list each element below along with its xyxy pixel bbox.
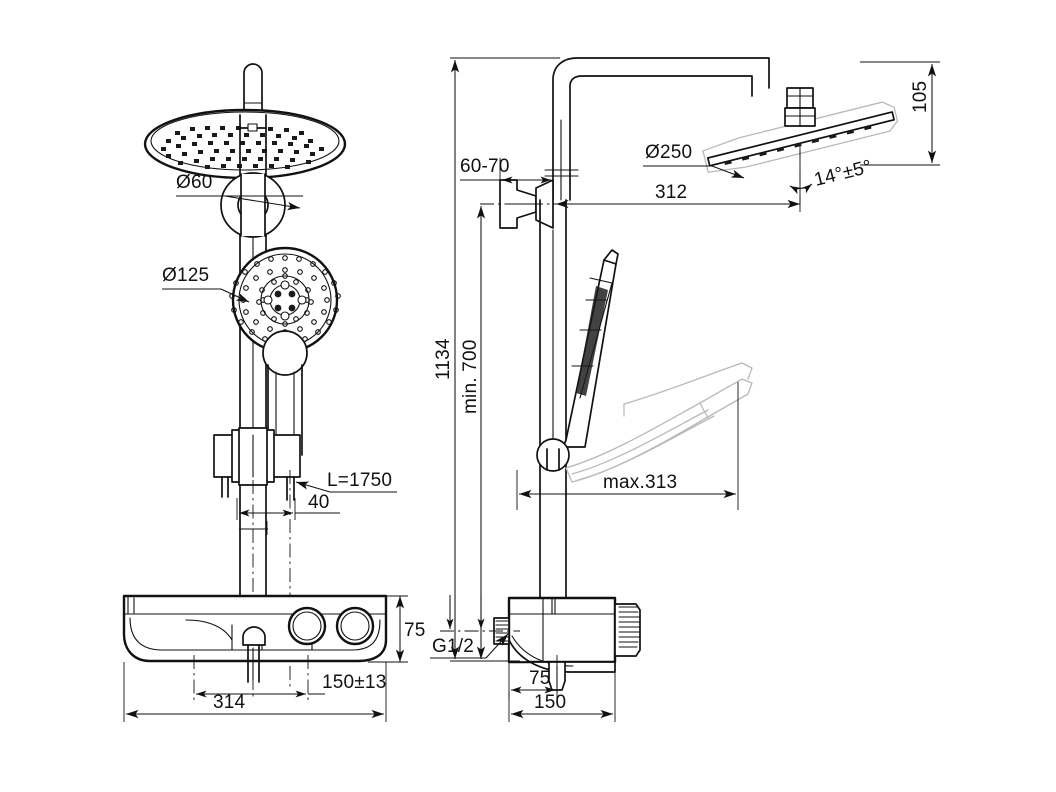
hand-shower-face [229, 246, 341, 456]
hand-shower-ghost-position [565, 362, 753, 483]
dim-312-label: 312 [655, 182, 687, 203]
angle-14-annotation: 14°±5° [789, 146, 874, 204]
riser-top-cap [243, 63, 263, 116]
thermostatic-mixer-front [122, 594, 388, 683]
dim-40: 40 [236, 492, 340, 535]
dim-314: 314 [123, 662, 387, 722]
angle-14-label: 14°±5° [812, 156, 874, 191]
dim-1134-label: 1134 [433, 338, 454, 380]
dim-1134: 1134 [433, 57, 560, 662]
wall-elbow-escutcheon [220, 172, 286, 238]
dia-250-label: Ø250 [645, 142, 692, 163]
dia-60-label: Ø60 [176, 172, 213, 193]
dia-125-annotation: Ø125 [162, 265, 250, 303]
thermostatic-mixer-side [493, 596, 641, 700]
dia-60-annotation: Ø60 [176, 172, 303, 211]
dim-40-label: 40 [308, 492, 330, 513]
dim-60-70: 60-70 [460, 150, 554, 186]
overhead-shower-side [702, 87, 899, 173]
dim-60-70-label: 60-70 [460, 156, 510, 177]
dim-min-700: min. 700 [460, 206, 486, 659]
hand-shower-nozzles [229, 255, 341, 346]
dia-125-label: Ø125 [162, 265, 209, 286]
dim-max-313-label: max.313 [603, 472, 677, 493]
dim-105: 105 [860, 61, 940, 166]
shower-arm-side [552, 57, 770, 201]
side-view: 1134 min. 700 60-70 Ø250 312 [430, 57, 940, 722]
overhead-shower-head [143, 108, 347, 180]
riser-pipe-side [539, 199, 567, 601]
slider-bracket-front [213, 427, 301, 501]
shower-arm-coupling [784, 87, 816, 127]
dim-75-front-label: 75 [404, 620, 426, 641]
dim-314-label: 314 [213, 692, 246, 713]
hand-shower-upright [536, 249, 619, 472]
hose-length-label: L=1750 [327, 470, 392, 491]
dim-75-front: 75 [368, 595, 426, 663]
hose-length-annotation: L=1750 [295, 470, 397, 493]
dim-150-13-label: 150±13 [322, 672, 386, 693]
thread-g12-label: G1/2 [432, 636, 474, 657]
dim-min-700-label: min. 700 [460, 340, 481, 414]
front-view: Ø60 Ø125 L=1750 40 [122, 63, 426, 722]
dim-max-313: max.313 [516, 382, 739, 510]
hand-shower-centre-jets [274, 290, 296, 312]
dim-150-13: 150±13 [193, 655, 386, 700]
spray-nozzle-pattern [161, 126, 324, 169]
dim-75-side-label: 75 [529, 668, 551, 689]
dia-250-annotation: Ø250 [643, 142, 745, 179]
dim-150-side: 150 [508, 672, 616, 722]
thread-g12-annotation: G1/2 [430, 595, 520, 659]
dim-312: 312 [556, 150, 801, 212]
dim-150-side-label: 150 [534, 692, 566, 713]
dim-105-label: 105 [910, 81, 931, 113]
mixer-handle-side [614, 603, 641, 657]
